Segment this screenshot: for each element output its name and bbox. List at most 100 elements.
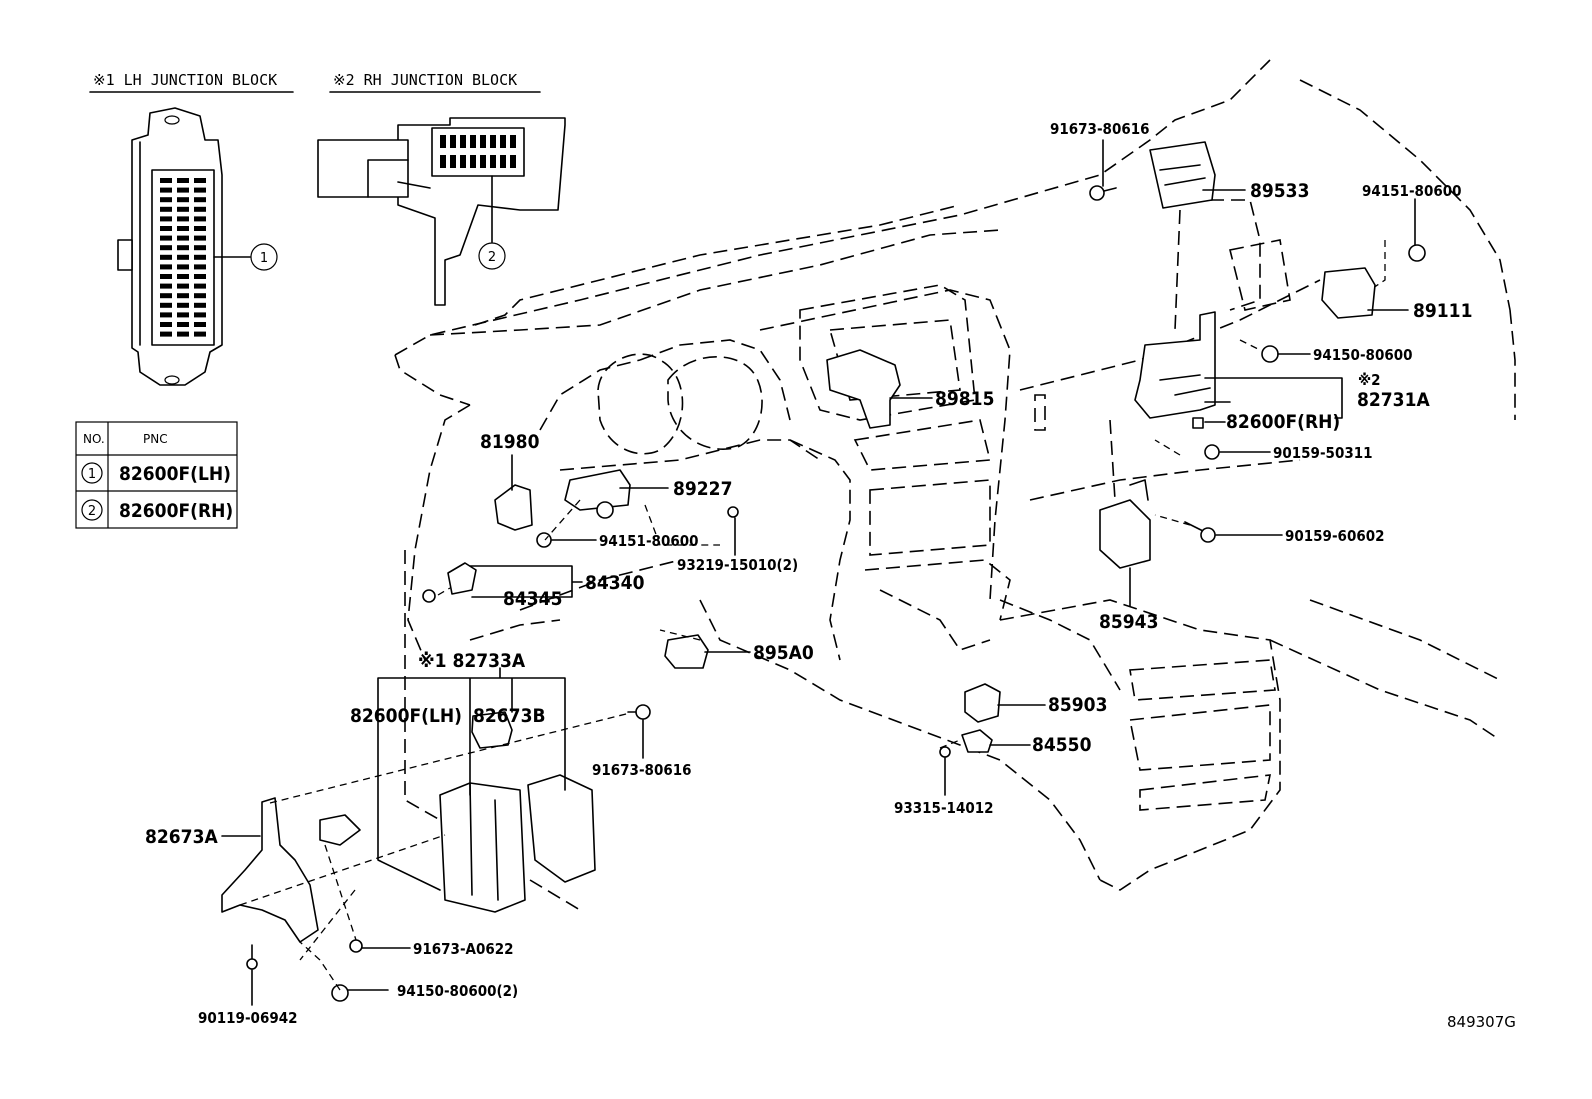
part-85943-module — [1099, 479, 1151, 569]
rh-connector-slots — [440, 135, 516, 168]
label-82600f-lh: 82600F(LH) — [350, 705, 462, 727]
lh-connector-slot — [194, 235, 206, 241]
lh-connector-slot — [194, 178, 206, 183]
lh-connector-slot — [160, 264, 172, 270]
lh-connector-slot — [177, 235, 189, 241]
table-row-1-pnc: 82600F(LH) — [119, 463, 231, 485]
part-82673a-bracket — [221, 797, 361, 943]
part-85903-switch — [964, 683, 1001, 723]
lh-connector-slot — [194, 312, 206, 318]
label-82733a: ※1 82733A — [418, 650, 526, 672]
label-85903: 85903 — [1048, 694, 1107, 716]
lh-connector-slot — [177, 197, 189, 203]
lh-connector-slot — [160, 226, 172, 231]
lh-connector-slot — [194, 197, 206, 203]
part-89815-bracket — [826, 349, 901, 429]
label-82673a: 82673A — [145, 826, 218, 848]
table-header-pnc: PNC — [143, 432, 168, 446]
part-89111-module — [1321, 267, 1376, 319]
part-90119-06942-bolt — [246, 944, 258, 970]
lh-connector-slot — [177, 226, 189, 231]
label-94151-80600-mid: 94151-80600 — [599, 532, 699, 550]
part-94150-80600-2-nut — [331, 984, 349, 1002]
table-row-2-no: 2 — [88, 504, 96, 519]
callout-circle-2 — [478, 242, 506, 270]
part-81980-relay — [494, 484, 533, 531]
lh-connector-slot — [160, 254, 172, 260]
rh-connector-slot — [470, 135, 476, 148]
lh-connector-slot — [194, 274, 206, 279]
rh-connector-slot — [510, 155, 516, 168]
label-90159-60602: 90159-60602 — [1285, 527, 1385, 545]
lh-connector-slot — [177, 312, 189, 318]
label-82731a-mark: ※2 — [1358, 371, 1381, 389]
label-81980: 81980 — [480, 431, 540, 453]
rh-connector-slot — [500, 135, 506, 148]
rh-junction-block-inset: ※2 RH JUNCTION BLOCK 2 — [317, 71, 566, 306]
lh-connector-slot — [160, 331, 172, 337]
label-91673-a0622: 91673-A0622 — [413, 940, 514, 958]
part-93315-14012-screw — [939, 746, 951, 758]
lh-connector-slot — [194, 206, 206, 212]
lh-connector-slot — [160, 187, 172, 193]
label-82731a: 82731A — [1357, 389, 1430, 411]
lh-connector-slot — [194, 264, 206, 270]
part-93219-15010-clip — [727, 506, 739, 518]
lh-connector-slot — [177, 206, 189, 212]
lh-connector-slot — [160, 216, 172, 222]
part-82600f-lh-junction-block — [439, 782, 526, 913]
lh-connector-slot — [160, 293, 172, 299]
lh-connector-slot — [177, 254, 189, 260]
rh-connector-slot — [440, 155, 446, 168]
rh-connector-slot — [450, 135, 456, 148]
part-91673-80616-low-bolt — [627, 704, 651, 720]
rh-connector-slot — [480, 155, 486, 168]
lh-connector-slot — [160, 245, 172, 251]
lh-connector-slot — [194, 302, 206, 308]
lh-connector-slot — [194, 216, 206, 222]
label-89533: 89533 — [1250, 180, 1309, 202]
lh-connector-slot — [194, 187, 206, 193]
lh-connector-slot — [160, 312, 172, 318]
part-84340-switch — [422, 562, 477, 603]
lh-connector-slot — [194, 293, 206, 299]
rh-junction-block-title: ※2 RH JUNCTION BLOCK — [333, 71, 517, 89]
rh-connector-slot — [460, 155, 466, 168]
part-89533-bracket — [1149, 141, 1216, 209]
part-91673-80616-top-bolt — [1089, 185, 1117, 201]
diagram-reference-id: 849307G — [1447, 1013, 1516, 1031]
part-84550-switch — [961, 729, 993, 753]
lh-connector-slots — [160, 178, 206, 337]
label-93219-15010: 93219-15010(2) — [677, 556, 798, 574]
rh-connector-slot — [480, 135, 486, 148]
label-82600f-rh: 82600F(RH) — [1226, 411, 1340, 433]
lh-connector-slot — [177, 187, 189, 193]
lh-connector-slot — [194, 331, 206, 337]
rh-connector-slot — [440, 135, 446, 148]
table-row-2-pnc: 82600F(RH) — [119, 500, 233, 522]
part-82673b-bracket — [471, 711, 513, 749]
callout-2-label: 2 — [488, 250, 496, 265]
rh-connector-slot — [460, 135, 466, 148]
lh-connector-slot — [177, 178, 189, 183]
lh-connector-slot — [194, 254, 206, 260]
part-89227-bracket — [564, 469, 631, 519]
dashboard-outline — [394, 59, 1516, 911]
lh-connector-slot — [160, 178, 172, 183]
lh-connector-slot — [177, 264, 189, 270]
lh-connector-slot — [160, 302, 172, 308]
lh-connector-slot — [160, 274, 172, 279]
lh-connector-slot — [194, 226, 206, 231]
part-94150-80600-nut — [1261, 345, 1279, 363]
rh-connector-slot — [490, 135, 496, 148]
label-85943: 85943 — [1099, 611, 1158, 633]
table-row-1-no: 1 — [88, 467, 96, 482]
rh-connector-slot — [450, 155, 456, 168]
lh-connector-slot — [177, 322, 189, 327]
lh-connector-slot — [194, 245, 206, 251]
lh-connector-slot — [160, 197, 172, 203]
rh-connector-slot — [500, 155, 506, 168]
lh-connector-slot — [160, 206, 172, 212]
label-895a0: 895A0 — [753, 642, 814, 664]
